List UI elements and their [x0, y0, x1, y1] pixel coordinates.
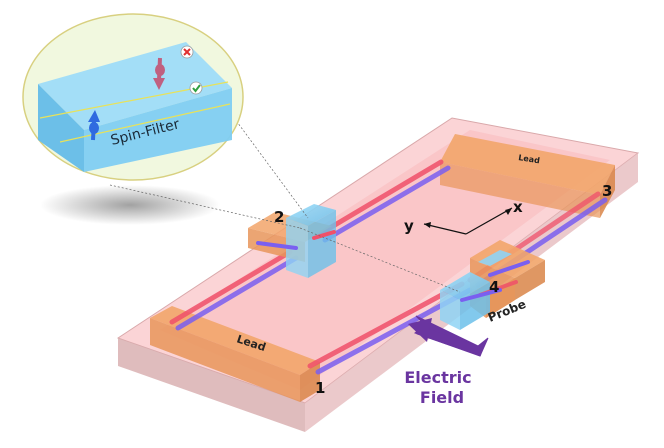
axis-label-y: y: [404, 217, 414, 235]
lead-right-label: Lead: [518, 153, 541, 165]
spin-filter-side-face: [38, 84, 84, 172]
zoom-bubble-shadow: [40, 185, 220, 225]
electric-field-arrow: [408, 315, 489, 357]
spin-down-arrow-icon: [153, 57, 165, 90]
terminal-3-label: 3: [602, 182, 612, 200]
spin-filter-top-face: [38, 42, 232, 130]
cross-mark-icon: [180, 45, 194, 59]
zoom-bubble: Spin-Filter: [22, 13, 244, 181]
electric-field-label-line1: Electric: [404, 368, 471, 387]
probe-block-4: [440, 240, 545, 330]
xy-axes: x y: [404, 198, 523, 235]
terminal-2-label: 2: [274, 208, 284, 226]
spin-channel-upper: [169, 159, 451, 331]
spin-up-arrow-icon: [88, 110, 100, 141]
axis-label-x: x: [513, 198, 523, 216]
check-mark-icon: [189, 81, 203, 95]
lead-right: [440, 134, 615, 218]
lead-left: [150, 306, 320, 402]
spin-filter-block-2: [248, 204, 336, 278]
terminal-4-label: 4: [489, 278, 499, 296]
electric-field-label-line2: Field: [420, 388, 464, 407]
terminal-1-label: 1: [315, 379, 325, 397]
spin-filter-front-face: [84, 88, 232, 172]
